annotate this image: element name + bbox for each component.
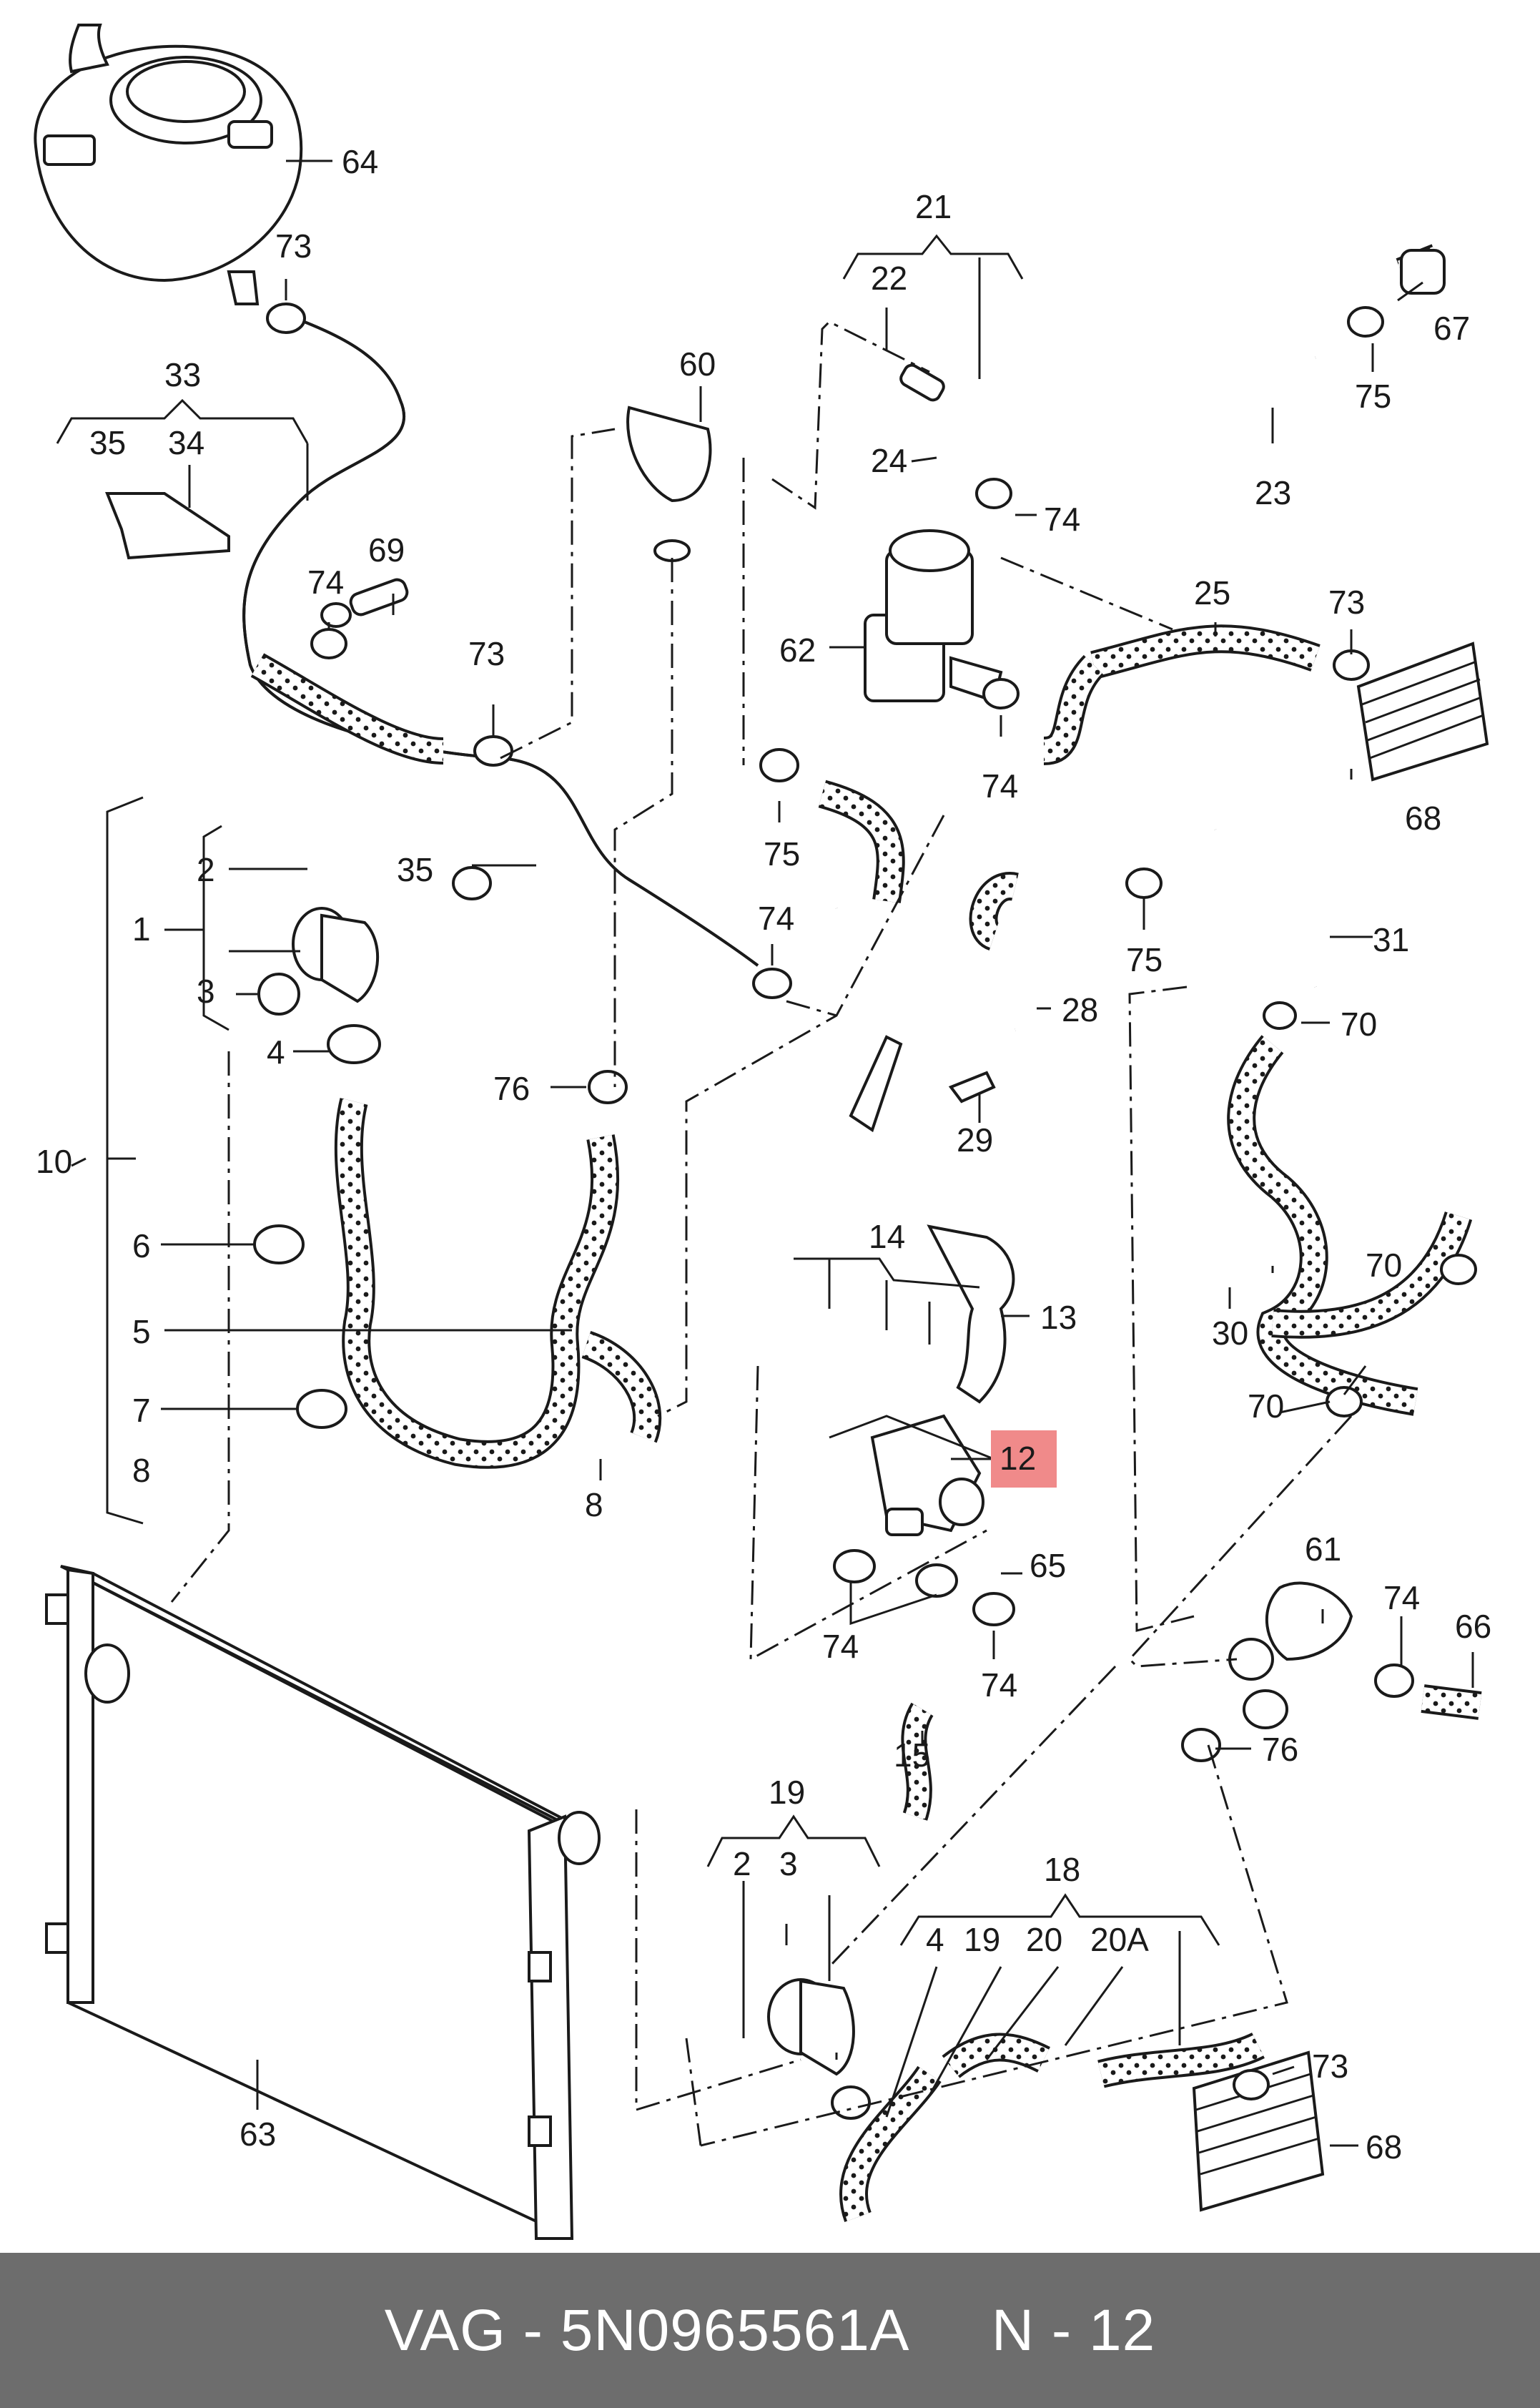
label-2: 2 [197,851,215,888]
label-74: 74 [981,1666,1017,1704]
label-28: 28 [1062,991,1098,1028]
label-35: 35 [397,851,433,888]
label-76: 76 [493,1070,530,1107]
label-35: 35 [89,424,126,461]
label-30: 30 [1212,1314,1248,1352]
label-19: 19 [769,1774,805,1811]
label-67: 67 [1433,310,1470,347]
parts-diagram: 64 73 33 35 34 69 74 73 60 21 22 24 74 2… [34,24,1491,2240]
label-18: 18 [1044,1851,1080,1888]
label-34: 34 [168,424,204,461]
label-69: 69 [368,531,405,569]
label-74: 74 [1383,1579,1420,1616]
label-20: 20 [1026,1921,1062,1958]
label-8: 8 [132,1452,151,1489]
part-labels: 64 73 33 35 34 69 74 73 60 21 22 24 74 2… [36,143,1491,2166]
label-73: 73 [1312,2048,1348,2085]
label-2: 2 [733,1845,751,1882]
label-62: 62 [779,632,816,669]
label-4: 4 [267,1033,285,1071]
label-29: 29 [957,1121,993,1159]
label-73: 73 [275,227,312,265]
label-66: 66 [1455,1608,1491,1645]
label-68: 68 [1405,800,1441,837]
label-1: 1 [132,910,151,948]
part-number-footer: VAG - 5N0965561A N - 12 [0,2253,1540,2408]
label-75: 75 [1355,378,1391,415]
highlight-box-12 [991,1430,1057,1488]
rigid-pipes [829,351,1321,1039]
label-3: 3 [779,1845,798,1882]
label-63: 63 [240,2115,276,2153]
label-19: 19 [964,1921,1000,1958]
label-74: 74 [982,767,1018,805]
label-7: 7 [132,1392,151,1429]
expansion-tank [34,24,303,305]
label-25: 25 [1194,574,1230,611]
label-65: 65 [1030,1547,1066,1584]
label-24: 24 [871,442,907,479]
label-70: 70 [1248,1387,1284,1425]
label-14: 14 [869,1218,905,1255]
label-6: 6 [132,1227,151,1264]
footer-part-number: VAG - 5N0965561A N - 12 [384,2297,1156,2363]
label-22: 22 [871,260,907,297]
label-13: 13 [1040,1299,1077,1336]
label-31: 31 [1373,921,1409,958]
coolant-hoses [242,244,1482,2222]
components [105,249,1489,2212]
label-33: 33 [164,356,201,393]
label-74: 74 [1044,501,1080,538]
label-74: 74 [758,900,794,937]
label-76: 76 [1262,1731,1298,1768]
label-15: 15 [894,1736,930,1774]
reference-lines [170,320,1353,2147]
label-10: 10 [36,1143,72,1180]
label-73: 73 [468,635,505,672]
label-74: 74 [307,564,344,601]
radiator [45,1565,601,2240]
label-70: 70 [1366,1247,1402,1284]
leader-lines [56,159,1474,2147]
label-20a: 20A [1090,1921,1149,1958]
label-5: 5 [132,1313,151,1350]
label-75: 75 [1126,941,1163,978]
label-70: 70 [1341,1006,1377,1043]
label-8: 8 [585,1486,603,1523]
label-68: 68 [1366,2128,1402,2166]
label-73: 73 [1328,584,1365,621]
label-60: 60 [679,345,716,383]
label-12: 12 [999,1440,1036,1477]
label-23: 23 [1255,474,1291,511]
label-61: 61 [1305,1530,1341,1568]
label-4: 4 [926,1921,944,1958]
label-21: 21 [915,188,952,225]
label-3: 3 [197,973,215,1010]
label-75: 75 [764,835,800,873]
label-74: 74 [822,1628,859,1665]
label-64: 64 [342,143,378,180]
